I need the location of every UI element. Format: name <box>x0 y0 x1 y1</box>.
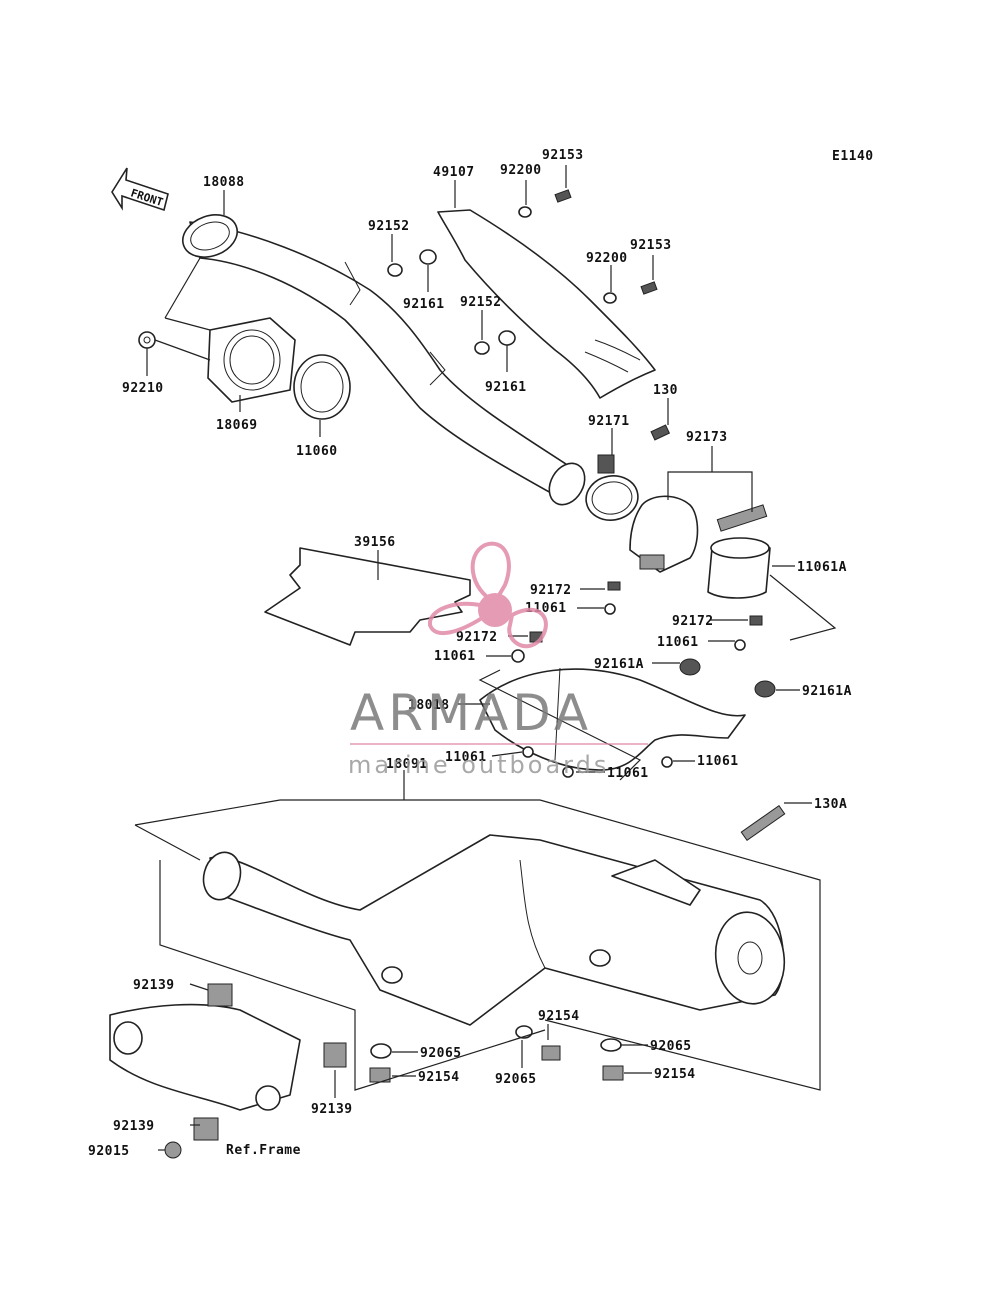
label-18088: 18088 <box>203 175 245 190</box>
label-92161-top: 92161 <box>403 297 445 312</box>
label-18018: 18018 <box>408 698 450 713</box>
grommet-11061-e <box>562 766 574 778</box>
label-11061-d: 11061 <box>445 750 487 765</box>
label-92139-b: 92139 <box>311 1102 353 1117</box>
bolt-92173 <box>716 504 768 532</box>
sleeve-11061A <box>707 537 771 599</box>
bolt-92153-mid <box>640 281 658 295</box>
label-49107: 49107 <box>433 165 475 180</box>
label-92172-c: 92172 <box>672 614 714 629</box>
damper-92161-mid <box>498 330 516 346</box>
label-92152-mid: 92152 <box>460 295 502 310</box>
label-92152-top: 92152 <box>368 219 410 234</box>
nut-92210 <box>138 331 156 349</box>
grommet-11061-b <box>511 649 525 663</box>
pipe-clamp <box>585 454 639 521</box>
label-92172-a: 92172 <box>530 583 572 598</box>
label-92154-a: 92154 <box>418 1070 460 1085</box>
bolt-130 <box>650 424 671 441</box>
bolt-92153-top <box>554 189 572 203</box>
label-11060: 11060 <box>296 444 338 459</box>
frame-bracket <box>109 1003 301 1111</box>
label-130: 130 <box>653 383 678 398</box>
label-92200-mid: 92200 <box>586 251 628 266</box>
bushing-92139-b <box>323 1042 347 1068</box>
label-11061-e: 11061 <box>607 766 649 781</box>
label-92153-mid: 92153 <box>630 238 672 253</box>
bushing-92139-a <box>207 983 233 1007</box>
exhaust-seal-ring <box>293 354 351 420</box>
washer-92200-top <box>518 206 532 218</box>
heat-plate-39156 <box>264 547 471 646</box>
label-92172-b: 92172 <box>456 630 498 645</box>
watermark-brand: ARMADA <box>350 684 592 742</box>
grommet-11061-c <box>734 639 746 651</box>
muffler-18091 <box>202 834 786 1026</box>
label-39156: 39156 <box>354 535 396 550</box>
label-92161A-a: 92161A <box>594 657 644 672</box>
label-92154-b: 92154 <box>538 1009 580 1024</box>
bolt-92172-a <box>607 581 621 591</box>
label-92065-b: 92065 <box>495 1072 537 1087</box>
label-130A: 130A <box>814 797 847 812</box>
label-ref-frame: Ref.Frame <box>226 1143 301 1158</box>
heat-guard-upper <box>437 209 656 399</box>
bolt-92172-c <box>749 615 763 626</box>
grommet-11061-f <box>661 756 673 768</box>
leader-lines <box>134 165 837 1151</box>
label-92171: 92171 <box>588 414 630 429</box>
nut-92152-top <box>387 263 403 277</box>
nut-92152-mid <box>474 341 490 355</box>
label-11061-b: 11061 <box>434 649 476 664</box>
front-arrow-icon: FRONT <box>111 167 169 212</box>
bushing-92139-c <box>193 1117 219 1141</box>
washer-92065-c <box>600 1038 622 1052</box>
bolt-130A <box>740 805 786 841</box>
label-92154-c: 92154 <box>654 1067 696 1082</box>
label-18091: 18091 <box>386 757 428 772</box>
part-labels: 18088 49107 92200 92153 92152 92161 9215… <box>88 148 852 1159</box>
diagram-code: E1140 <box>832 149 874 164</box>
label-92139-a: 92139 <box>133 978 175 993</box>
label-92065-c: 92065 <box>650 1039 692 1054</box>
watermark-logo: ARMADA marine outboards <box>348 541 648 779</box>
label-92065-a: 92065 <box>420 1046 462 1061</box>
label-92210: 92210 <box>122 381 164 396</box>
exhaust-pipe-front <box>182 214 586 506</box>
exhaust-gasket-flange <box>207 317 296 403</box>
label-92161A-b: 92161A <box>802 684 852 699</box>
label-92139-c: 92139 <box>113 1119 155 1134</box>
label-92153-top: 92153 <box>542 148 584 163</box>
label-92200-top: 92200 <box>500 163 542 178</box>
bolt-92154-c <box>602 1065 624 1081</box>
washer-92065-a <box>370 1043 392 1059</box>
label-11061-f: 11061 <box>697 754 739 769</box>
propeller-icon <box>428 541 548 649</box>
grommet-11061-d <box>522 746 534 758</box>
clamp-92173 <box>629 495 699 573</box>
damper-92161A-a <box>679 658 701 676</box>
watermark-tagline: marine outboards <box>348 751 609 779</box>
bolt-92154-b <box>541 1045 561 1061</box>
label-92161-mid: 92161 <box>485 380 527 395</box>
grommet-11061-a <box>604 603 616 615</box>
label-92015: 92015 <box>88 1144 130 1159</box>
damper-92161-top <box>419 249 437 265</box>
damper-92161A-b <box>754 680 776 698</box>
label-11061A: 11061A <box>797 560 847 575</box>
label-18069: 18069 <box>216 418 258 433</box>
washer-92200-mid <box>603 292 617 304</box>
label-11061-c: 11061 <box>657 635 699 650</box>
nut-92015 <box>164 1141 182 1159</box>
label-92173: 92173 <box>686 430 728 445</box>
